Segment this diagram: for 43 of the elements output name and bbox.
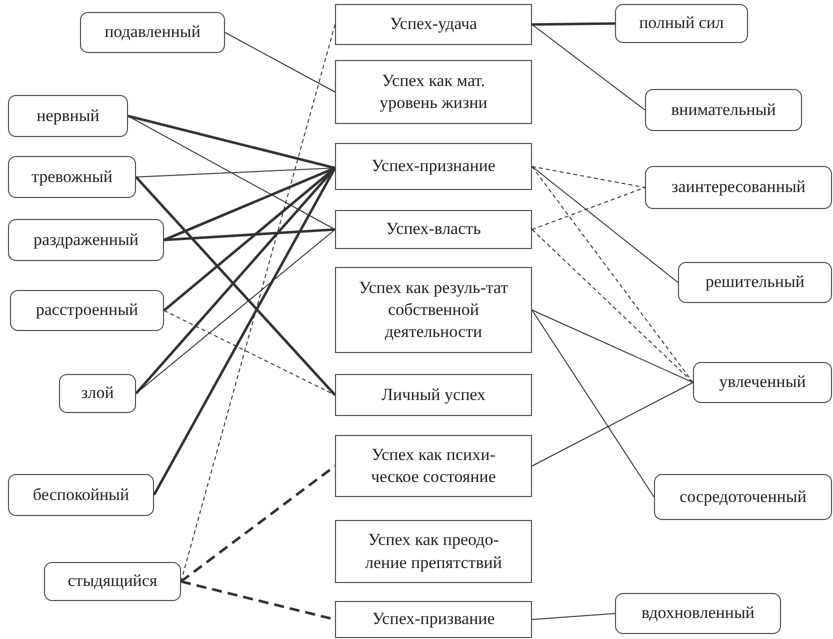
connector-line: [224, 32, 336, 92]
connector-line: [532, 166, 694, 383]
connector-line: [532, 166, 646, 188]
connector-line: [532, 310, 694, 383]
connector-line: [128, 114, 336, 170]
connector-line: [532, 187, 646, 230]
connector-line: [532, 382, 694, 466]
emotion-box: решительный: [678, 262, 832, 303]
connector-line: [532, 22, 616, 26]
concept-box: Успех как мат. уровень жизни: [335, 60, 532, 124]
connector-line: [180, 464, 336, 583]
concept-box: Успех как резуль-тат собственной деятельности: [335, 267, 532, 353]
emotion-box: беспокойный: [8, 474, 154, 516]
emotion-box: вдохновленный: [615, 593, 781, 634]
concept-box: Успех как психи-ческое состояние: [335, 435, 532, 497]
emotion-box: расстроенный: [10, 290, 164, 331]
concept-box: Успех-призвание: [335, 601, 532, 638]
emotion-box: увлеченный: [693, 362, 832, 403]
concept-box: Успех как преодо-ление препятствий: [335, 520, 532, 583]
connector-line: [532, 613, 616, 620]
concept-box: Личный успех: [335, 374, 532, 416]
emotion-box: полный сил: [615, 4, 748, 43]
concept-box: Успех-удача: [335, 4, 532, 45]
emotion-box: раздраженный: [8, 219, 164, 261]
connector-line: [532, 166, 678, 283]
emotion-box: нервный: [8, 95, 128, 137]
emotion-box: внимательный: [645, 89, 802, 131]
emotion-box: подавленный: [80, 12, 225, 53]
connector-line: [164, 228, 336, 242]
connector-line: [532, 229, 694, 383]
emotion-box: тревожный: [8, 156, 136, 198]
connector-line: [164, 166, 336, 242]
emotion-box: стыдящийся: [44, 562, 181, 601]
connector-line: [532, 310, 654, 498]
connector-line: [532, 24, 646, 110]
emotion-box: злой: [59, 374, 136, 413]
emotion-box: заинтересованный: [645, 166, 832, 209]
concept-box: Успех-власть: [335, 210, 532, 249]
concept-box: Успех-признание: [335, 143, 532, 190]
connector-line: [128, 116, 336, 230]
connector-line: [164, 310, 336, 396]
connector-line: [180, 24, 336, 582]
emotion-box: сосредоточенный: [654, 474, 832, 520]
